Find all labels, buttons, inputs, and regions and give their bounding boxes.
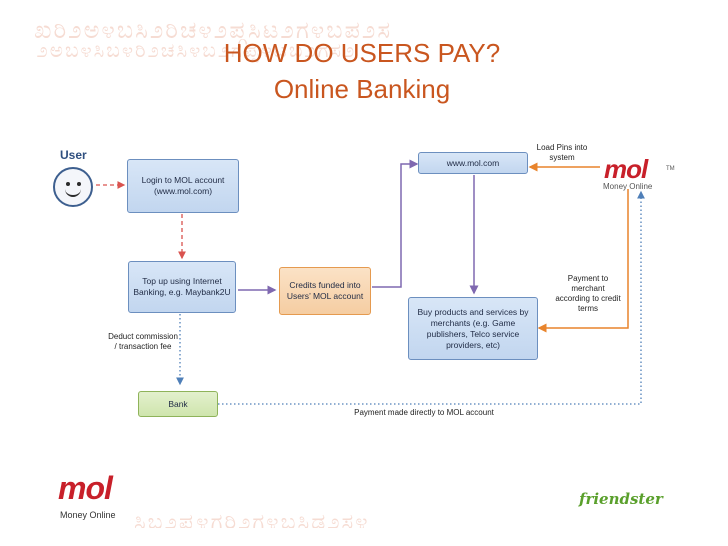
mol-logo-bottom-subtitle: Money Online <box>60 510 116 520</box>
slide-subtitle: Online Banking <box>273 74 451 104</box>
friendster-logo: friendster <box>579 490 663 508</box>
load-pins-label: Load Pins into system <box>536 143 588 162</box>
bank-box: Bank <box>138 391 218 417</box>
mol-logo-top: mol <box>604 154 648 184</box>
arrow-mol-payment-merchant <box>537 189 629 333</box>
buy-box: Buy products and services by merchants (… <box>408 297 538 360</box>
mol-logo-top-tm: TM <box>666 166 675 172</box>
credits-box: Credits funded into Users’ MOL account <box>279 267 371 315</box>
user-label: User <box>60 148 87 162</box>
background-pattern-bottom: ಸಿಬ೨ಪ್ಗ೪ಗರಿ೨ಗ೪ಬಸಿಡ೨ಸ೪ <box>134 510 370 528</box>
topup-box: Top up using Internet Banking, e.g. Mayb… <box>128 261 236 313</box>
slide: ಖರಿ೨ಅ೪ಬಸಿ೨ರಿಚ೪೨ಪ್ಗಸಿಟ೨ಗ೪ಬಪ೨ಸ ರಿ೨ಅಬ೪ಸಿಬ೪ರ… <box>34 16 690 528</box>
deduct-label: Deduct commission / transaction fee <box>108 332 178 351</box>
mol-logo-bottom: mol <box>58 470 113 506</box>
slide-title: HOW DO USERS PAY? <box>223 38 501 68</box>
user-smiley-icon <box>53 167 93 207</box>
molsite-box: www.mol.com <box>418 152 528 174</box>
arrow-credits-to-molsite <box>372 159 419 288</box>
mol-logo-top-subtitle: Money Online <box>603 182 653 191</box>
login-box: Login to MOL account (www.mol.com) <box>127 159 239 213</box>
background-pattern-top: ಖರಿ೨ಅ೪ಬಸಿ೨ರಿಚ೪೨ಪ್ಗಸಿಟ೨ಗ೪ಬಪ೨ಸ <box>34 16 393 44</box>
flow-connectors <box>96 159 645 405</box>
payment-merchant-label: Payment to merchant according to credit … <box>555 274 621 313</box>
arrow-bank-to-mol <box>218 190 645 405</box>
background-pattern-top2: ರಿ೨ಅಬ೪ಸಿಬ೪ರಿ೨ಚಸಿ೪ಬ೨ಗಪ್ಸ೪ಟಬ೨ಗಸ೨ <box>34 38 357 62</box>
payment-direct-label: Payment made directly to MOL account <box>354 408 494 417</box>
